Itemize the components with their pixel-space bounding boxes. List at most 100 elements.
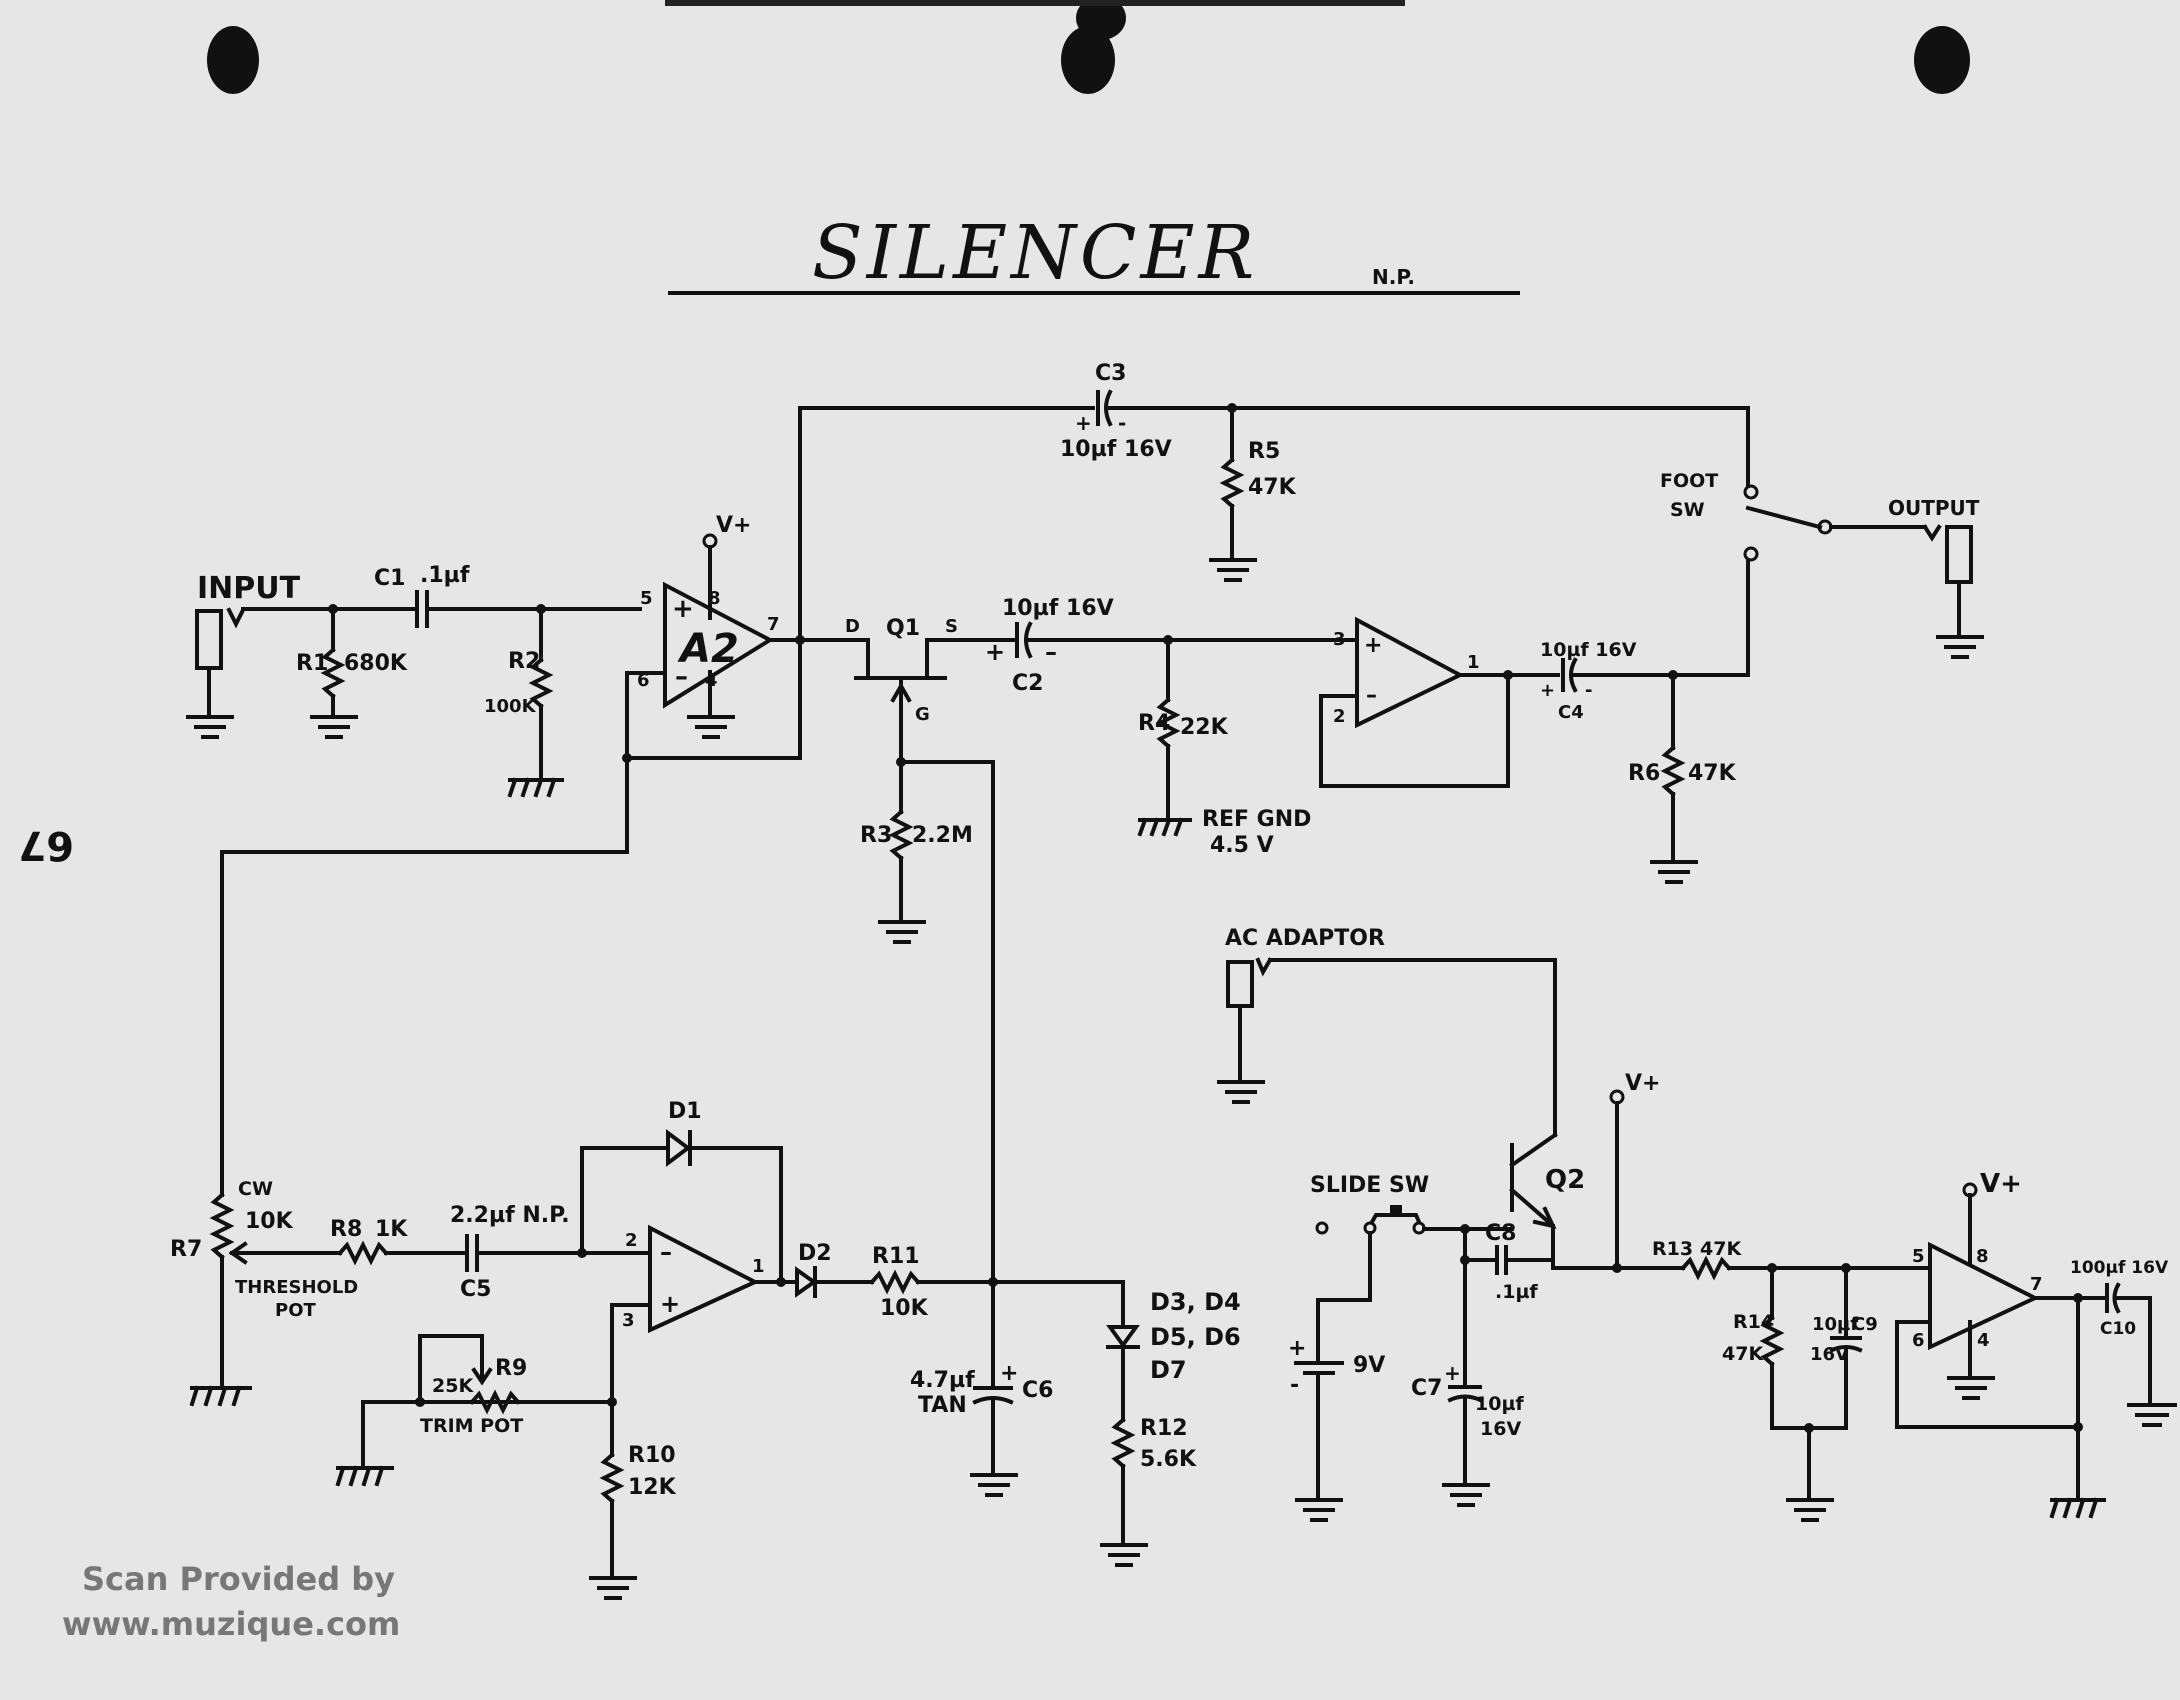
r11-label: R11 — [872, 1244, 920, 1269]
q1-label: Q1 — [886, 616, 920, 641]
r1-value: 680K — [344, 651, 408, 676]
detector-pin2: 2 — [625, 1230, 638, 1251]
vplus-label: V+ — [1625, 1071, 1660, 1096]
c8-label: C8 — [1485, 1221, 1516, 1246]
r13-value: 47K — [1700, 1238, 1742, 1260]
slide-switch-contact — [1315, 1221, 1329, 1235]
binder-hole — [207, 26, 259, 94]
a2-plus: + — [672, 594, 694, 624]
ground-icon — [186, 715, 234, 739]
resistor-r14 — [1759, 1266, 1785, 1430]
resistor-r1 — [310, 607, 358, 739]
trim-pot-r9 — [469, 1389, 521, 1415]
q2-label: Q2 — [1545, 1165, 1585, 1195]
c2-minus: – — [1045, 638, 1057, 666]
page-number: 67 — [18, 822, 74, 868]
detector-minus: – — [660, 1238, 672, 1266]
input-label: INPUT — [197, 571, 301, 606]
r10-value: 12K — [628, 1475, 677, 1500]
c7-plus: + — [1444, 1361, 1461, 1385]
resistor-r3 — [878, 760, 926, 944]
title-note: N.P. — [1372, 265, 1415, 289]
resistor-r2 — [507, 607, 564, 798]
slide-sw-label: SLIDE SW — [1310, 1173, 1429, 1198]
diode-d2 — [795, 1266, 818, 1298]
jfet-q1 — [854, 676, 947, 764]
output-label: OUTPUT — [1888, 496, 1980, 520]
a2-pin7: 7 — [767, 614, 780, 635]
d5-d6-label: D5, D6 — [1150, 1323, 1241, 1351]
opamp-detector — [648, 1224, 760, 1334]
a2-label: A2 — [677, 626, 739, 672]
diode-string-d3-d7 — [1106, 1325, 1140, 1349]
r9-label: R9 — [495, 1356, 527, 1381]
r3-label: R3 — [860, 823, 892, 848]
trim-pot-label: TRIM POT — [420, 1415, 523, 1437]
a2-pin6: 6 — [637, 670, 650, 691]
r2-value: 100K — [484, 696, 537, 717]
capacitor-c4 — [1561, 657, 1578, 693]
top-edge-shadow — [665, 0, 1405, 6]
r14-label: R14 — [1733, 1311, 1774, 1333]
resistor-r8 — [337, 1240, 389, 1266]
binder-hole — [1914, 26, 1970, 94]
chassis-ground-icon — [335, 1465, 394, 1487]
r4-value: 22K — [1180, 715, 1229, 740]
watermark-line2: www.muzique.com — [62, 1605, 400, 1643]
r7-label: R7 — [170, 1237, 202, 1262]
capacitor-c9 — [1829, 1266, 1863, 1430]
ref-pin4: 4 — [1977, 1330, 1990, 1351]
r6-value: 47K — [1688, 761, 1737, 786]
c9-voltage: 16V — [1810, 1344, 1849, 1365]
c9-value: 10µf — [1812, 1314, 1858, 1335]
foot-sw-label2: SW — [1670, 499, 1705, 521]
opamp-reference — [1928, 1241, 2040, 1351]
c10-label: C10 — [2100, 1319, 2136, 1339]
c2-label: C2 — [1012, 671, 1043, 696]
capacitor-c10 — [2105, 1282, 2121, 1314]
c6-plus: + — [1000, 1361, 1018, 1386]
r10-label: R10 — [628, 1443, 676, 1468]
q1-gate: G — [915, 704, 930, 725]
c2-plus: + — [985, 638, 1005, 666]
r12-value: 5.6K — [1140, 1447, 1197, 1472]
foot-switch-lever — [1745, 505, 1823, 530]
output-jack — [1936, 525, 1984, 659]
r13-label: R13 — [1652, 1238, 1693, 1260]
r8-value: 1K — [375, 1217, 408, 1242]
capacitor-c6 — [970, 1280, 1018, 1497]
chassis-ground-icon — [1137, 817, 1192, 837]
c4-minus: - — [1585, 680, 1592, 701]
r6-label: R6 — [1628, 761, 1660, 786]
binder-holes — [207, 0, 1970, 94]
buffer-pin3: 3 — [1333, 629, 1346, 650]
c1-value: .1µf — [420, 563, 470, 588]
r1-label: R1 — [296, 651, 328, 676]
c7-value: 10µf — [1475, 1393, 1524, 1415]
r14-value: 47K — [1722, 1343, 1764, 1365]
foot-switch-contact — [1743, 546, 1759, 562]
a2-pin5: 5 — [640, 588, 653, 609]
r8-label: R8 — [330, 1217, 362, 1242]
r11-value: 10K — [880, 1296, 929, 1321]
foot-sw-label: FOOT — [1660, 470, 1718, 492]
d7-label: D7 — [1150, 1356, 1187, 1384]
diode-d1 — [666, 1129, 692, 1167]
resistor-r11 — [869, 1269, 921, 1295]
a2-minus: – — [675, 662, 688, 692]
buffer-plus: + — [1364, 633, 1382, 658]
ref-pin7: 7 — [2030, 1274, 2043, 1295]
ref-gnd-voltage: 4.5 V — [1210, 833, 1274, 858]
c3-plus: + — [1075, 411, 1092, 435]
q1-source: S — [945, 616, 958, 637]
binder-hole — [1061, 26, 1115, 94]
c4-value: 10µf 16V — [1540, 639, 1637, 661]
capacitor-c3 — [1096, 389, 1113, 427]
c5-label: C5 — [460, 1277, 491, 1302]
ref-vplus: V+ — [1980, 1169, 2022, 1199]
r4-label: R4 — [1138, 711, 1170, 736]
opamp-buffer — [1355, 616, 1465, 729]
r7-value: 10K — [245, 1209, 294, 1234]
